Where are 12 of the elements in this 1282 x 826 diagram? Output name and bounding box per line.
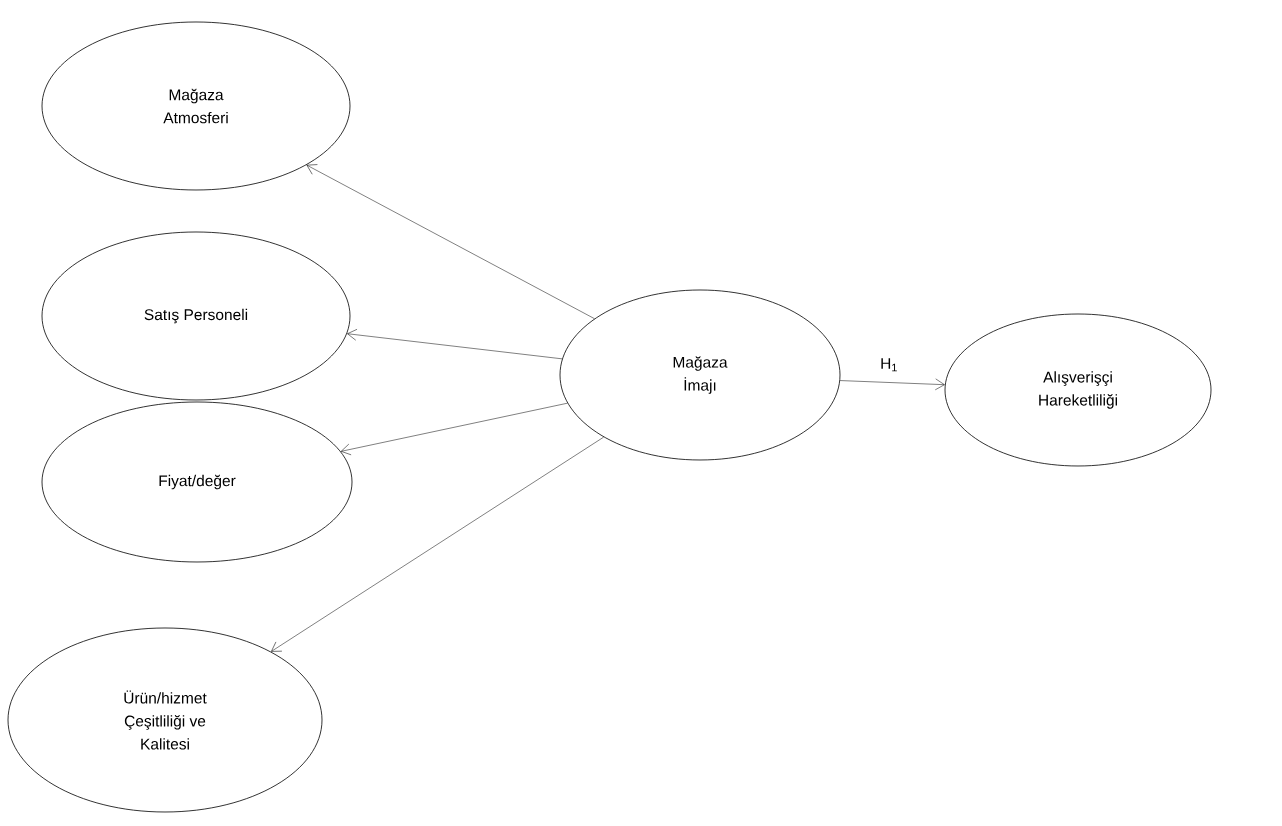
oval-node: Satış Personeli xyxy=(41,231,351,401)
arrow xyxy=(340,402,568,456)
oval-node: Ürün/hizmet Çeşitliliği ve Kalitesi xyxy=(7,627,323,813)
arrow xyxy=(839,378,945,391)
arrow xyxy=(271,436,604,652)
arrow xyxy=(347,329,563,360)
oval-node: Mağaza Atmosferi xyxy=(41,21,351,191)
oval-node: Fiyat/değer xyxy=(41,401,353,563)
oval-node: Mağaza İmajı xyxy=(559,289,841,461)
arrow xyxy=(306,164,595,319)
edge-label: H$_{1}$ xyxy=(881,358,897,372)
oval-node: Alışverişçi Hareketliliği xyxy=(944,313,1212,467)
